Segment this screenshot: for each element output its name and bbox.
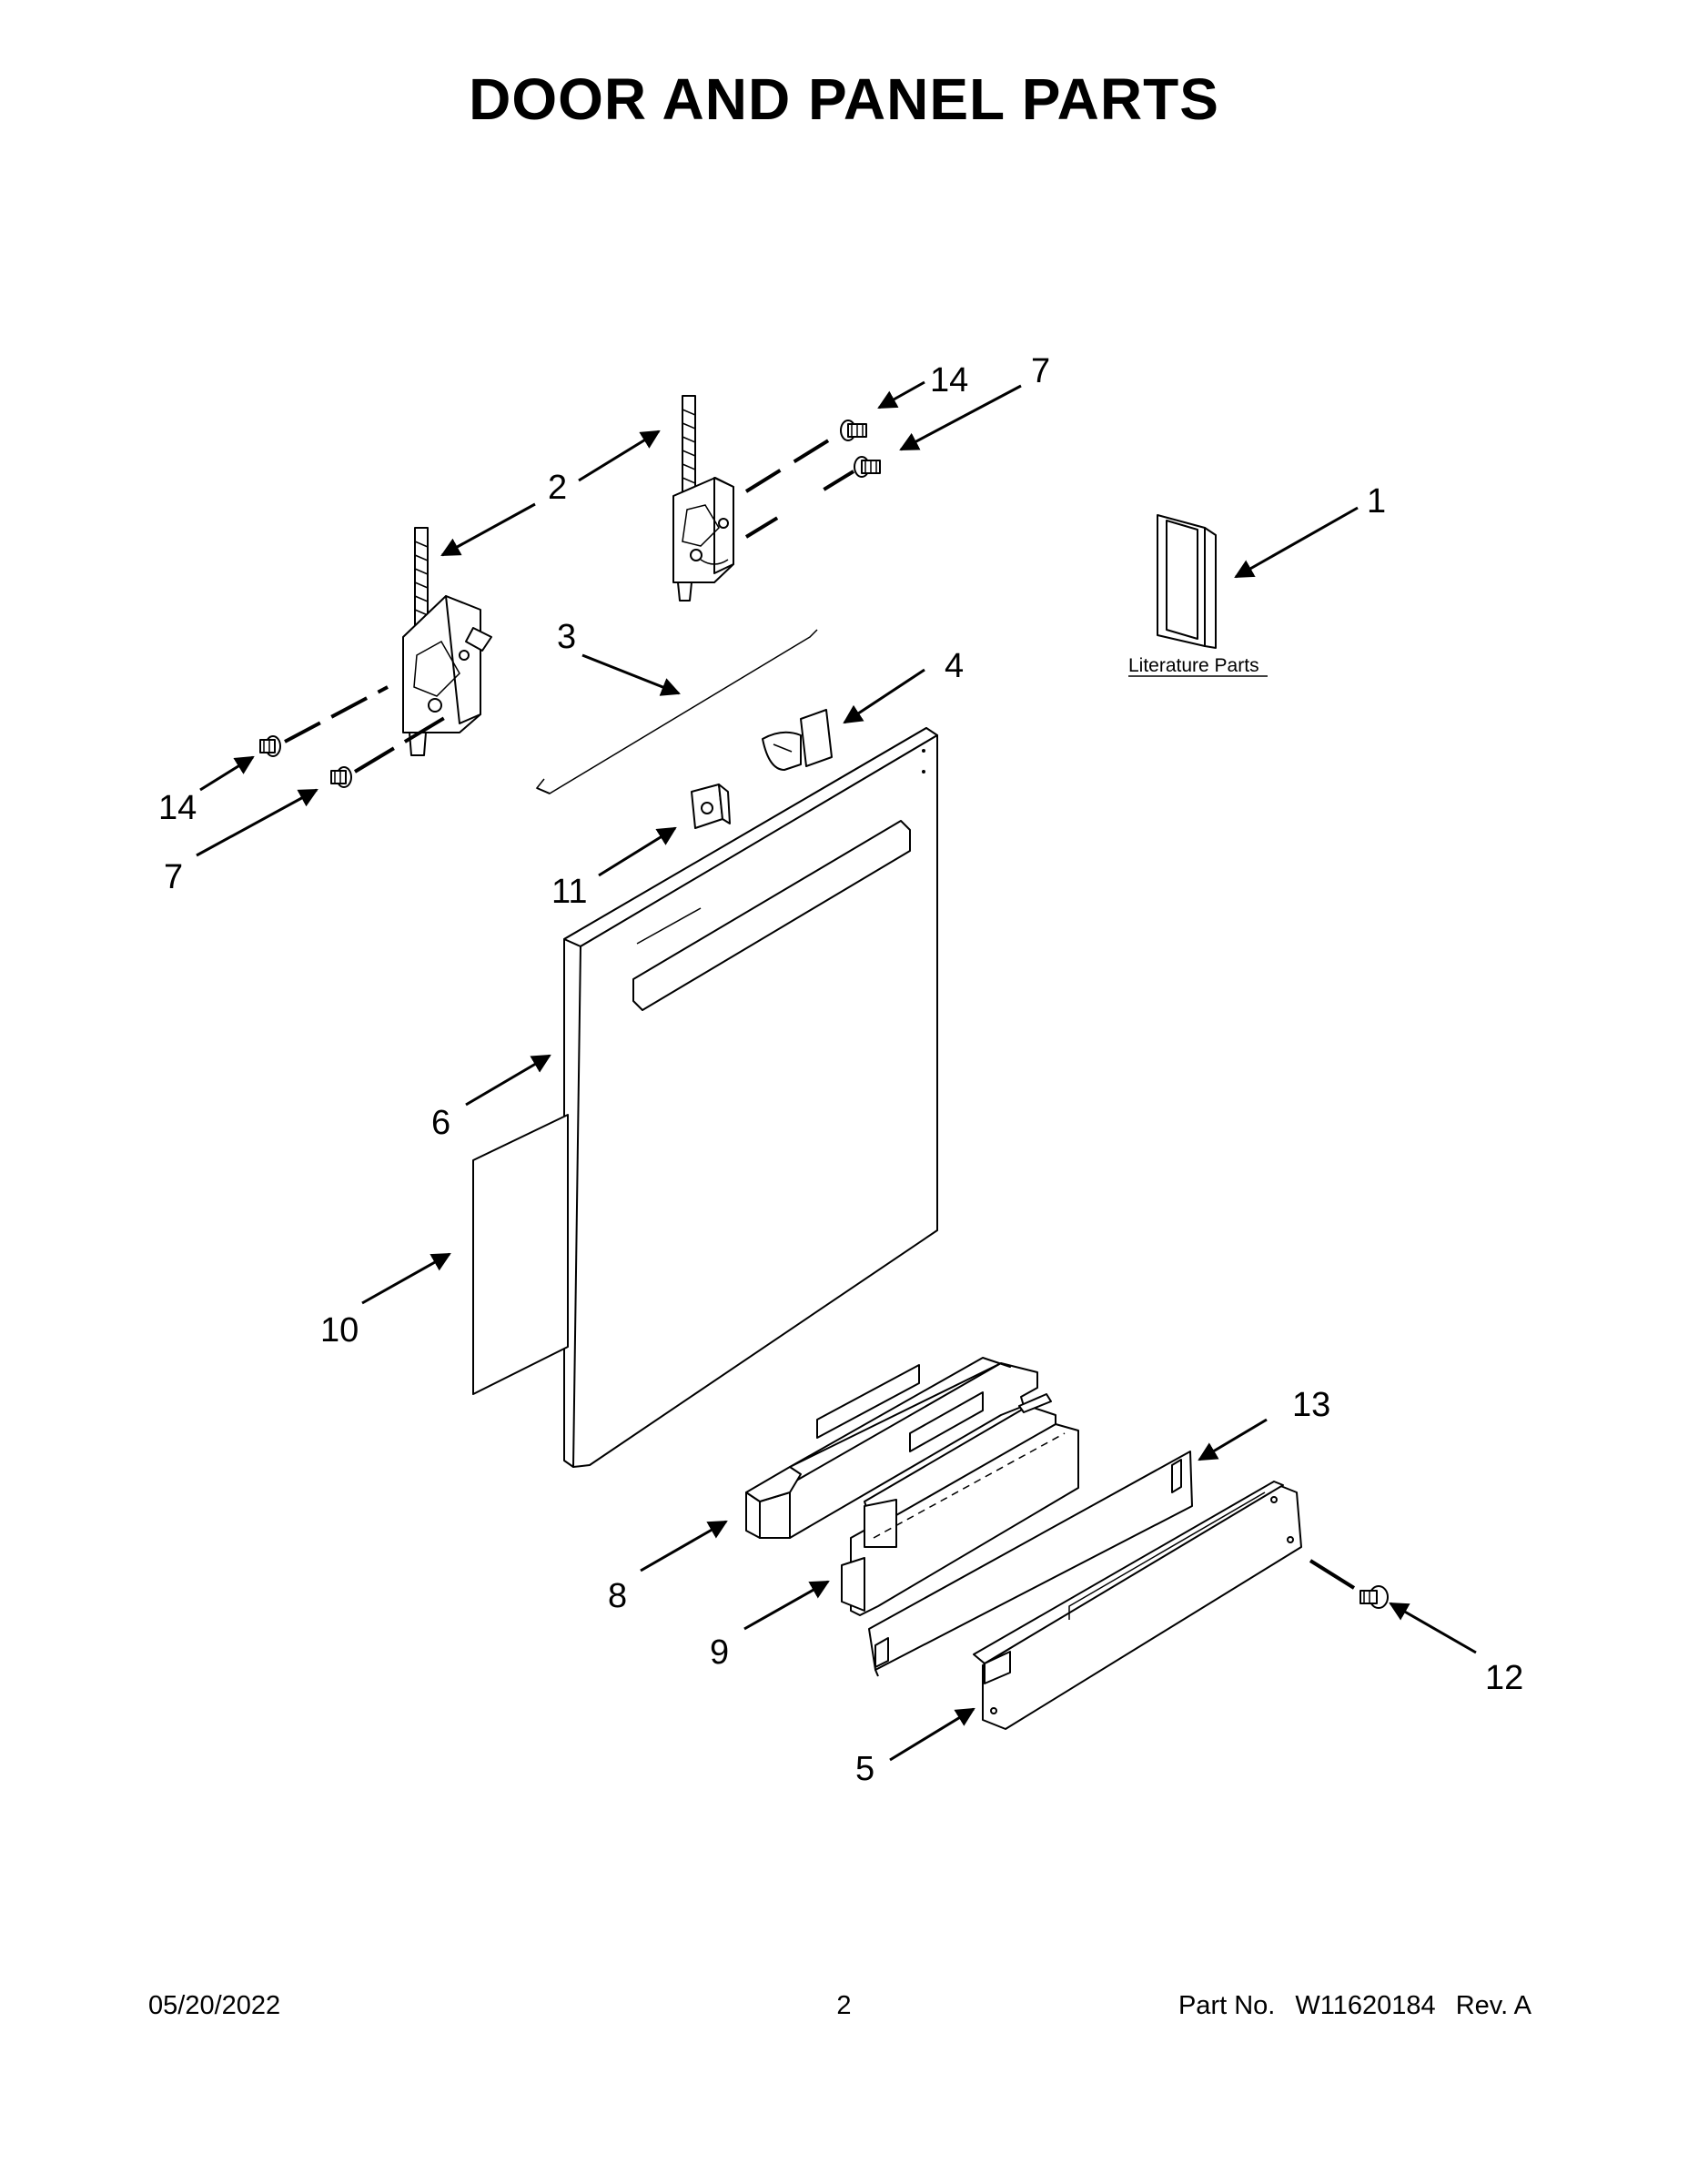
callout-9: 9 <box>710 1633 729 1672</box>
callout-7-left: 7 <box>164 858 183 896</box>
footer-revision: Rev. A <box>1455 1991 1531 2020</box>
toe-panel <box>973 1481 1302 1730</box>
footer-page-number: 2 <box>836 1991 852 2020</box>
filler-block-lower <box>841 1393 1079 1616</box>
callout-14-left: 14 <box>158 789 197 827</box>
callout-1: 1 <box>1367 482 1386 521</box>
screw-7-left <box>330 766 352 788</box>
left-hinge-assembly <box>402 527 492 756</box>
door-latch <box>762 709 833 771</box>
leader-arrows <box>196 380 1477 1762</box>
callout-labels: 1 2 3 4 5 6 7 7 8 9 10 11 12 13 14 14 <box>158 352 1523 1788</box>
screw-14-left <box>259 735 281 757</box>
callout-11: 11 <box>551 873 587 911</box>
callout-14-top: 14 <box>930 361 968 399</box>
footer-date: 05/20/2022 <box>148 1991 281 2020</box>
callout-10: 10 <box>320 1311 359 1350</box>
footer-part-number: W11620184 <box>1295 1991 1436 2020</box>
filler-block-upper <box>745 1357 1038 1539</box>
door-bracket <box>691 784 731 829</box>
footer-part-info: Part No. W11620184 Rev. A <box>1166 1991 1531 2021</box>
callout-8: 8 <box>608 1577 627 1615</box>
callout-13: 13 <box>1292 1386 1330 1424</box>
footer-part-label: Part No. <box>1178 1991 1276 2020</box>
screw-7-top <box>854 456 881 478</box>
callout-6: 6 <box>431 1104 450 1142</box>
door-rod <box>535 629 818 794</box>
install-lines <box>284 433 1356 1590</box>
insulation-sheet <box>472 1114 569 1395</box>
page-title: DOOR AND PANEL PARTS <box>469 66 1219 132</box>
screw-14-top <box>840 420 867 441</box>
right-hinge-assembly <box>672 395 734 602</box>
outer-door-panel <box>563 727 938 1468</box>
callout-4: 4 <box>945 647 964 685</box>
screw-12 <box>1359 1585 1389 1609</box>
literature-parts-label: Literature Parts <box>1128 655 1259 676</box>
callout-7-top: 7 <box>1031 352 1050 390</box>
trim-strip <box>868 1451 1193 1677</box>
callout-2: 2 <box>548 469 567 507</box>
callout-5: 5 <box>855 1750 874 1788</box>
callout-3: 3 <box>557 618 576 656</box>
literature-parts: Literature Parts <box>1128 514 1268 677</box>
callout-12: 12 <box>1485 1659 1523 1697</box>
